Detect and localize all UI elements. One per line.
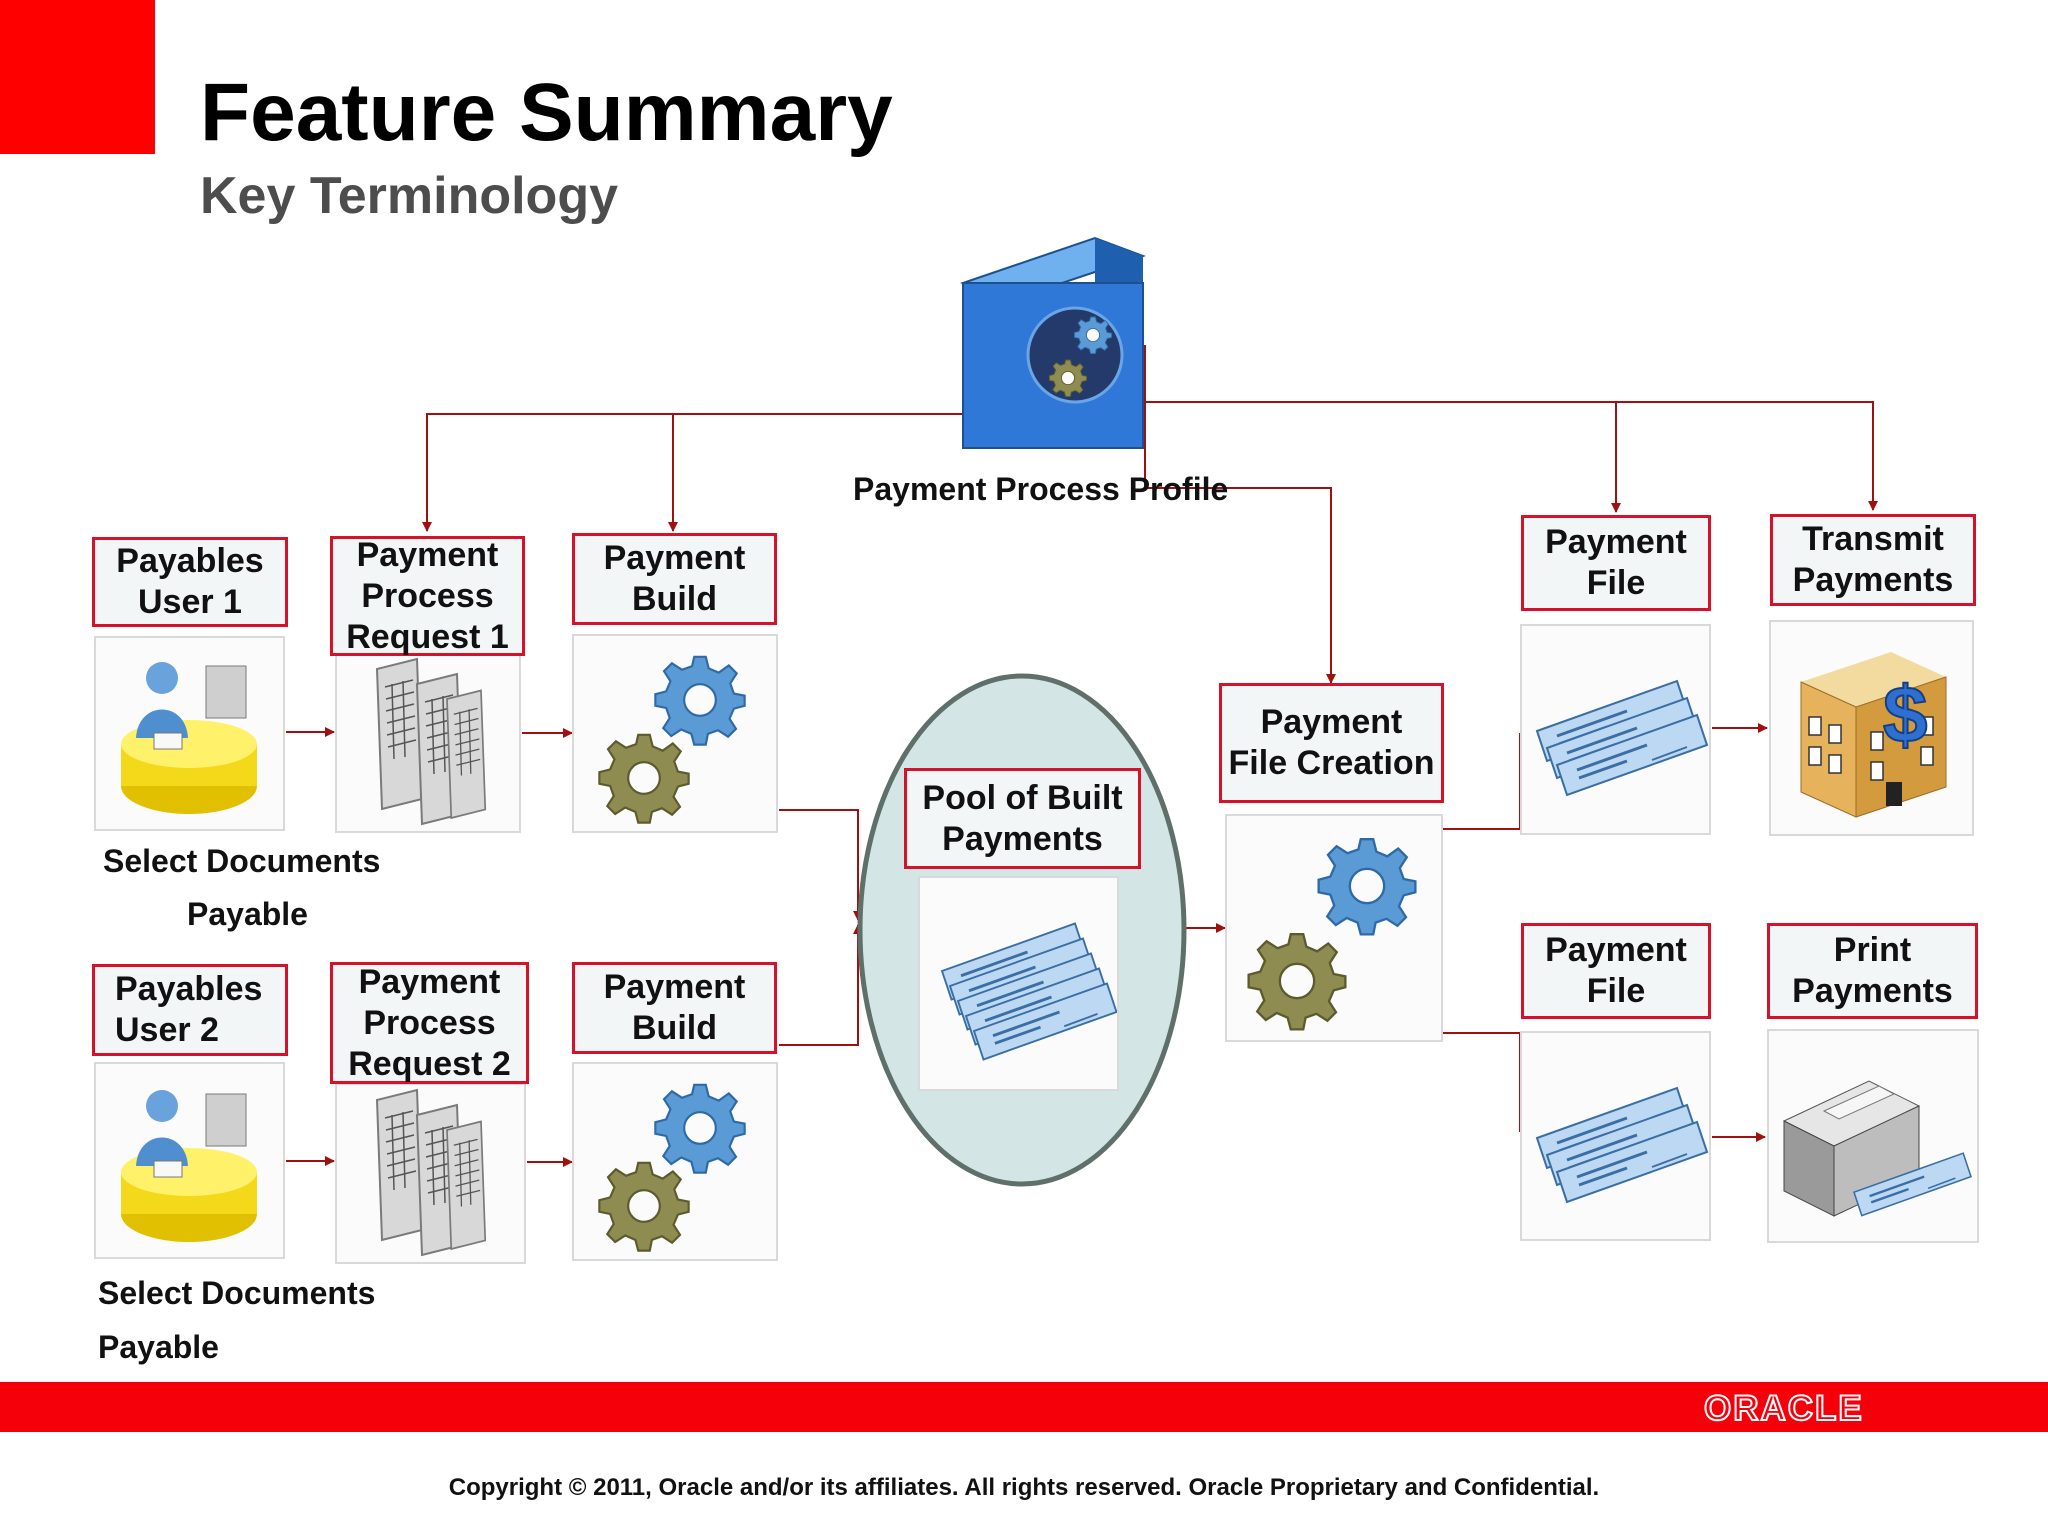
footer-bar bbox=[0, 1382, 2048, 1432]
svg-text:$: $ bbox=[1883, 670, 1928, 759]
build-1-icon-frame bbox=[572, 634, 778, 833]
printer-icon bbox=[1782, 1080, 1973, 1217]
user-at-desk-icon bbox=[121, 1090, 257, 1242]
row2-caption-line2: Payable bbox=[98, 1329, 219, 1365]
documents-icon bbox=[376, 1089, 487, 1256]
page-subtitle: Key Terminology bbox=[200, 167, 619, 225]
print-icon-frame bbox=[1767, 1029, 1979, 1243]
request-1-icon-frame bbox=[335, 652, 521, 833]
file-top-icon-frame bbox=[1520, 624, 1711, 835]
row1-caption-line2: Payable bbox=[187, 896, 308, 932]
copyright-text: Copyright © 2011, Oracle and/or its affi… bbox=[448, 1474, 1600, 1501]
row2-caption-line1: Select Documents bbox=[98, 1275, 376, 1311]
transmit-icon-frame: $ bbox=[1769, 620, 1974, 836]
page-title: Feature Summary bbox=[200, 67, 893, 158]
checks-icon bbox=[1535, 1086, 1709, 1204]
oracle-logo: ORACLE bbox=[1704, 1390, 1864, 1424]
request-2-icon-frame bbox=[335, 1083, 526, 1264]
gears-icon bbox=[598, 1083, 746, 1252]
user-1-icon-frame bbox=[94, 636, 285, 831]
svg-text:ORACLE: ORACLE bbox=[1704, 1390, 1864, 1424]
file-bottom-icon-frame bbox=[1520, 1031, 1711, 1241]
checks-stack-icon bbox=[940, 922, 1118, 1061]
gears-icon bbox=[1247, 838, 1417, 1031]
user-2-icon-frame bbox=[94, 1062, 285, 1259]
bank-building-icon: $ bbox=[1800, 652, 1947, 818]
build-2-icon-frame bbox=[572, 1062, 778, 1261]
row1-caption-line1: Select Documents bbox=[103, 843, 381, 879]
gears-icon bbox=[598, 655, 746, 824]
brand-corner-block bbox=[0, 0, 155, 154]
payment-process-profile-label: Payment Process Profile bbox=[853, 471, 1229, 507]
file-creation-icon-frame bbox=[1225, 814, 1443, 1042]
pool-icon-frame bbox=[918, 876, 1119, 1091]
gears-box-icon bbox=[959, 236, 1146, 449]
checks-icon bbox=[1535, 679, 1709, 797]
user-at-desk-icon bbox=[121, 662, 257, 814]
documents-icon bbox=[376, 658, 487, 825]
